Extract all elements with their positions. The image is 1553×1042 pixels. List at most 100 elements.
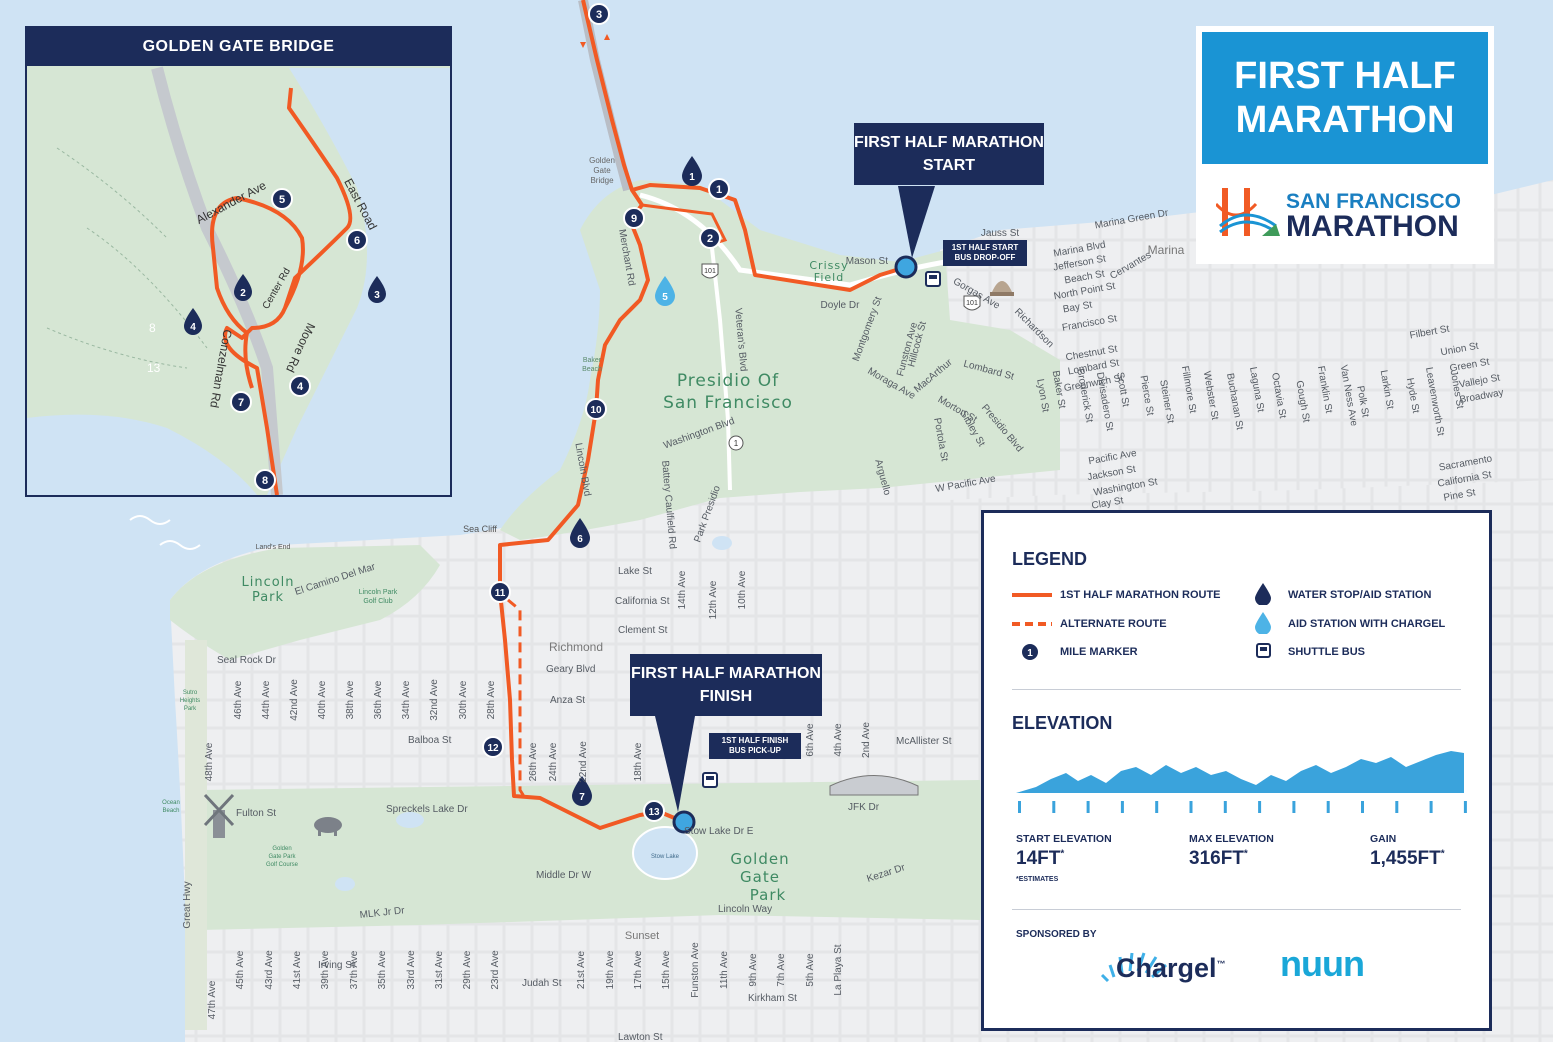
finish-point[interactable] xyxy=(672,810,696,834)
inset-mile-marker-4: 4 xyxy=(289,375,311,397)
avenue-label: 47th Ave xyxy=(207,980,218,1019)
avenue-label: 44th Ave xyxy=(261,680,272,719)
elevation-tick xyxy=(1120,801,1124,813)
avenue-label: 38th Ave xyxy=(345,680,356,719)
svg-text:101: 101 xyxy=(704,268,716,275)
avenue-label: 42nd Ave xyxy=(289,679,300,721)
windmill-icon xyxy=(203,793,235,838)
avenue-label: 46th Ave xyxy=(233,680,244,719)
legend-alternate-label: ALTERNATE ROUTE xyxy=(1060,618,1167,630)
land-golden-gate-park xyxy=(200,780,985,930)
chargel-logo: Chargel™ xyxy=(1116,953,1226,983)
svg-text:11: 11 xyxy=(495,588,506,599)
avenue-label: 36th Ave xyxy=(373,680,384,719)
svg-text:Gate: Gate xyxy=(740,868,780,886)
legend-title: LEGEND xyxy=(1012,549,1088,569)
svg-text:4: 4 xyxy=(190,322,196,333)
svg-text:Stow Lake: Stow Lake xyxy=(651,854,680,860)
svg-text:2: 2 xyxy=(707,233,713,245)
avenue-label: 32nd Ave xyxy=(429,679,440,721)
elevation-tick xyxy=(1326,801,1330,813)
legend-water-label: WATER STOP/AID STATION xyxy=(1288,589,1432,601)
legend-chargel-label: AID STATION WITH CHARGEL xyxy=(1288,618,1446,630)
water-drop-icon xyxy=(1255,583,1271,605)
svg-text:Baker: Baker xyxy=(583,357,602,364)
avenue-label: 6th Ave xyxy=(805,723,816,757)
svg-text:10: 10 xyxy=(590,405,602,416)
bus-icon xyxy=(1256,643,1271,658)
avenue-label: 15th Ave xyxy=(661,950,672,989)
inset-bay-water xyxy=(267,68,450,495)
finish-bus-callout: 1ST HALF FINISH BUS PICK-UP xyxy=(709,733,801,759)
svg-text:McAllister St: McAllister St xyxy=(896,736,952,747)
mile-marker-9: 9 xyxy=(623,207,645,229)
avenue-label: 23rd Ave xyxy=(490,950,501,990)
svg-text:Richmond: Richmond xyxy=(549,640,603,654)
elevation-tick xyxy=(1086,801,1090,813)
svg-text:Crissy: Crissy xyxy=(809,259,848,272)
sunset-street-labels: Irving St Judah St Kirkham St Lawton St xyxy=(318,960,797,1042)
elevation-tick xyxy=(1223,801,1227,813)
wave-marks xyxy=(129,515,201,550)
alternate-route-line xyxy=(507,598,527,799)
nuun-logo: nuun xyxy=(1280,943,1365,984)
start-point[interactable] xyxy=(894,255,918,279)
water-drop-icon: 4 xyxy=(184,308,202,335)
avenue-label: 14th Ave xyxy=(677,570,688,609)
legend-panel: LEGEND 1ST HALF MARATHON ROUTE ALTERNATE… xyxy=(981,510,1492,1031)
elevation-tick xyxy=(1052,801,1056,813)
svg-text:Gate: Gate xyxy=(593,166,611,175)
svg-text:101: 101 xyxy=(966,300,978,307)
svg-text:Kirkham St: Kirkham St xyxy=(748,993,797,1004)
svg-text:3: 3 xyxy=(596,9,602,21)
svg-text:Lincoln: Lincoln xyxy=(241,575,294,590)
avenue-label: 22nd Ave xyxy=(578,741,589,783)
legend-route-label: 1ST HALF MARATHON ROUTE xyxy=(1060,589,1221,601)
palace-of-fine-arts-icon xyxy=(990,281,1014,296)
richmond-street-labels: Lake St California St Clement St Geary B… xyxy=(217,473,997,921)
legend-divider xyxy=(1012,689,1461,690)
marina-street-label: Bay St xyxy=(1062,300,1093,316)
title-line-1: FIRST HALF xyxy=(1234,55,1456,97)
avenue-label: Great Hwy xyxy=(182,881,193,928)
legend-shuttle-label: SHUTTLE BUS xyxy=(1288,646,1365,658)
svg-text:Heights: Heights xyxy=(180,698,200,704)
mile-marker-icon: 1 xyxy=(1022,644,1038,660)
svg-text:Golden: Golden xyxy=(730,850,789,868)
elevation-tick xyxy=(1189,801,1193,813)
inset-mile-marker-8: 8 xyxy=(254,469,276,491)
svg-text:1: 1 xyxy=(1027,648,1033,659)
start-callout-pointer xyxy=(898,186,935,258)
svg-text:MLK Jr Dr: MLK Jr Dr xyxy=(359,905,406,921)
avenue-label: 9th Ave xyxy=(748,953,759,987)
inset-route-line xyxy=(210,87,353,495)
svg-text:Sunset: Sunset xyxy=(625,930,659,942)
svg-text:Irving St: Irving St xyxy=(318,960,355,971)
mile-marker-2: 2 xyxy=(699,227,721,249)
elevation-tick xyxy=(1429,801,1433,813)
svg-text:California St: California St xyxy=(615,596,670,607)
svg-text:Marina: Marina xyxy=(1148,243,1185,257)
svg-text:5: 5 xyxy=(279,194,285,206)
elevation-tick xyxy=(1155,801,1159,813)
max-elevation-value: 316FT* xyxy=(1189,848,1248,869)
brand-line-1: SAN FRANCISCO xyxy=(1286,190,1462,213)
avenue-label: 19th Ave xyxy=(605,950,616,989)
avenue-label: 5th Ave xyxy=(805,953,816,987)
mile-marker-1: 1 xyxy=(708,178,730,200)
svg-text:Sea Cliff: Sea Cliff xyxy=(463,524,497,534)
bridge-logo-icon xyxy=(1216,188,1280,236)
spreckels-lake xyxy=(396,812,424,828)
svg-text:Middle Dr W: Middle Dr W xyxy=(536,870,592,881)
route-loop-spur xyxy=(641,203,728,246)
start-elevation-label: START ELEVATION xyxy=(1016,833,1112,845)
svg-text:Anza St: Anza St xyxy=(550,695,585,706)
elevation-tick xyxy=(1258,801,1262,813)
mountain-lake xyxy=(712,536,732,550)
sponsored-by-label: SPONSORED BY xyxy=(1016,929,1097,940)
svg-text:Bridge: Bridge xyxy=(590,176,614,185)
svg-text:Ocean: Ocean xyxy=(162,800,180,806)
svg-text:Park: Park xyxy=(252,590,284,605)
